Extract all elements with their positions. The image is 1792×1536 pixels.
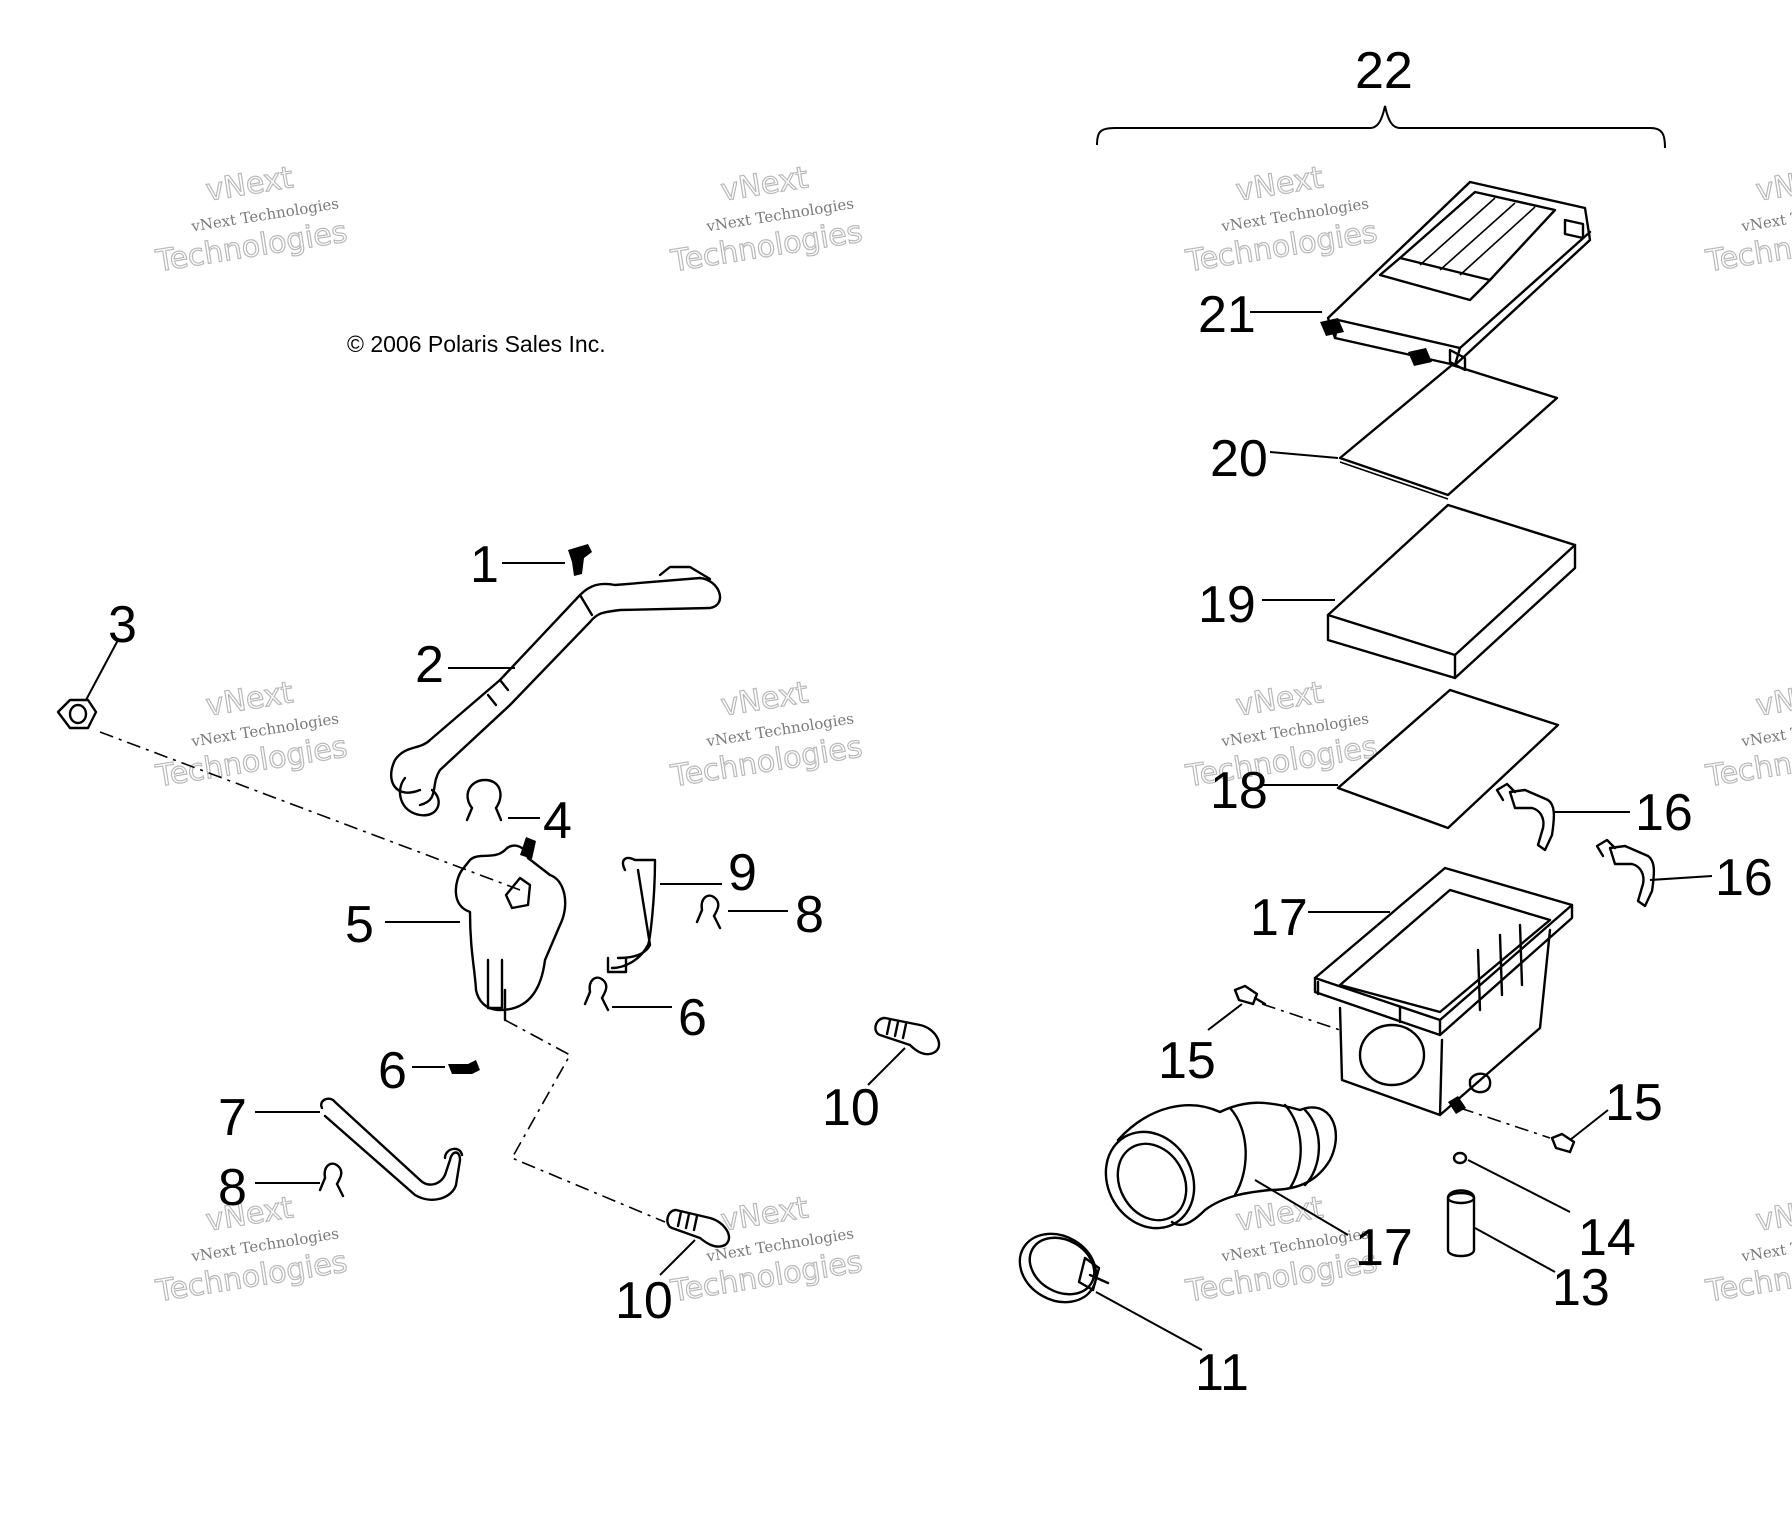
callout-22: 22 — [1355, 42, 1413, 100]
callout-15a: 15 — [1158, 1032, 1216, 1090]
callout-15b: 15 — [1605, 1074, 1663, 1132]
svg-text:vNext: vNext — [1753, 675, 1792, 723]
callout-4: 4 — [543, 792, 572, 850]
part-4-clamp — [465, 778, 540, 822]
callout-19: 19 — [1198, 576, 1256, 634]
callout-7: 7 — [218, 1089, 247, 1147]
svg-text:vNext: vNext — [1753, 160, 1792, 208]
part-21-lid — [1250, 180, 1592, 372]
part-14-ring — [1452, 1151, 1571, 1213]
part-17-airbox — [1308, 866, 1574, 1117]
svg-text:vNext: vNext — [718, 160, 810, 208]
callout-20: 20 — [1210, 430, 1268, 488]
part-15-screw-a — [1207, 984, 1341, 1031]
svg-text:vNext: vNext — [1233, 160, 1325, 208]
callout-17b: 17 — [1355, 1219, 1413, 1277]
part-5-tank — [385, 837, 567, 1022]
watermark: vNext vNext Technologies Technologies — [1702, 160, 1792, 280]
part-10-bolt-a — [867, 1016, 941, 1086]
svg-text:vNext: vNext — [1753, 1190, 1792, 1238]
svg-text:vNext: vNext — [203, 675, 295, 723]
part-16-clip-a — [1495, 782, 1630, 852]
part-16-clip-b — [1595, 838, 1713, 908]
callout-18: 18 — [1210, 762, 1268, 820]
centerline-3-5 — [99, 731, 521, 891]
callout-17a: 17 — [1250, 889, 1308, 947]
part-3-nut — [56, 639, 119, 730]
svg-text:vNext: vNext — [718, 1190, 810, 1238]
part-1-clamp — [502, 544, 592, 576]
part-10-bolt-b — [659, 1208, 731, 1276]
part-8-clamp-b — [255, 1162, 345, 1198]
callout-10b: 10 — [615, 1272, 673, 1330]
watermark: vNext vNext Technologies Technologies — [1182, 675, 1380, 795]
part-6-clamp-a — [583, 976, 672, 1012]
callout-8a: 8 — [795, 886, 824, 944]
copyright-text: © 2006 Polaris Sales Inc. — [347, 331, 606, 357]
part-19-filter — [1262, 503, 1577, 680]
svg-text:vNext: vNext — [718, 675, 810, 723]
part-13-tube — [1446, 1189, 1556, 1273]
part-6-fitting — [412, 1060, 480, 1074]
callout-5: 5 — [345, 896, 374, 954]
part-7-hose — [255, 1097, 464, 1201]
part-9-hose — [606, 856, 722, 974]
watermark: vNext vNext Technologies Technologies — [667, 675, 865, 795]
callout-21: 21 — [1198, 286, 1256, 344]
watermark: vNext vNext Technologies Technologies — [1182, 1190, 1380, 1310]
watermark: vNext vNext Technologies Technologies — [152, 160, 350, 280]
part-15-screw-b — [1459, 1107, 1609, 1154]
callout-16b: 16 — [1715, 849, 1773, 907]
watermark: vNext vNext Technologies Technologies — [1702, 1190, 1792, 1310]
callout-1: 1 — [470, 536, 499, 594]
watermark: vNext vNext Technologies Technologies — [667, 160, 865, 280]
part-22-brace — [1096, 105, 1666, 149]
callout-14: 14 — [1578, 1209, 1636, 1267]
watermark: vNext vNext Technologies Technologies — [152, 675, 350, 795]
watermark: vNext vNext Technologies Technologies — [1182, 160, 1380, 280]
callout-2: 2 — [415, 636, 444, 694]
part-18-gasket — [1262, 688, 1560, 830]
part-11-clamp — [1018, 1232, 1203, 1351]
callout-6b: 6 — [378, 1042, 407, 1100]
callout-8b: 8 — [218, 1159, 247, 1217]
callout-13: 13 — [1552, 1259, 1610, 1317]
svg-text:vNext: vNext — [203, 160, 295, 208]
centerline-5-10 — [504, 1019, 666, 1223]
svg-text:vNext: vNext — [1233, 675, 1325, 723]
callout-10a: 10 — [822, 1079, 880, 1137]
callout-9: 9 — [728, 844, 757, 902]
part-2-hose — [390, 565, 722, 817]
part-20-gasket — [1269, 363, 1559, 500]
part-17-boot — [1104, 1101, 1349, 1236]
callout-6a: 6 — [678, 989, 707, 1047]
part-8-clamp-a — [695, 894, 788, 930]
callout-3: 3 — [108, 596, 137, 654]
watermark: vNext vNext Technologies Technologies — [1702, 675, 1792, 795]
callout-11: 11 — [1195, 1344, 1249, 1402]
callout-16a: 16 — [1635, 784, 1693, 842]
